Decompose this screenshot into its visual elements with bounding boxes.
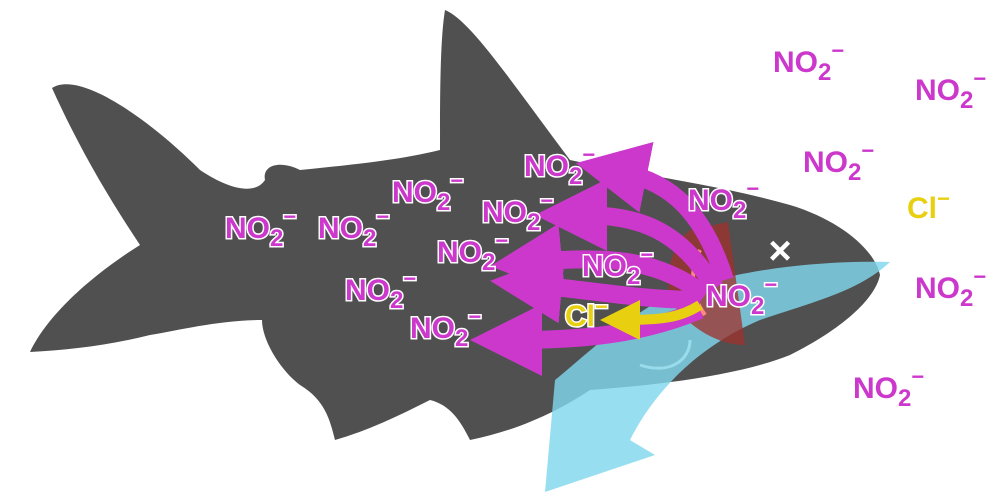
nitrite-ion-label-inside: NO2−	[392, 168, 463, 216]
nitrite-ion-label-inside: NO2−	[582, 242, 653, 290]
nitrite-ion-label-inside: NO2−	[437, 228, 508, 276]
nitrite-ion-label-outside: NO2−	[853, 364, 924, 412]
nitrite-arrow	[575, 142, 734, 283]
nitrite-arrow	[490, 251, 701, 324]
chloride-arrow	[600, 299, 703, 340]
nitrite-ion-label-outside: NO2−	[773, 38, 844, 86]
blocked-marker: ×	[768, 229, 791, 273]
nitrite-ion-label-outside: NO2−	[915, 66, 986, 114]
nitrite-ion-label-inside: NO2−	[318, 204, 389, 252]
chloride-ion-label-outside: Cl−	[907, 186, 950, 225]
chloride-ion-label-inside: Cl−	[565, 294, 608, 333]
nitrite-ion-label-inside: NO2−	[688, 176, 759, 224]
nitrite-ion-label-inside: NO2−	[482, 188, 553, 236]
nitrite-ion-label-inside: NO2−	[225, 204, 296, 252]
nitrite-ion-label-inside: NO2−	[706, 272, 777, 320]
nitrite-ion-label-inside: NO2−	[345, 266, 416, 314]
nitrite-ion-label-outside: NO2−	[803, 138, 874, 186]
ion-labels: NO2−NO2−NO2−NO2−NO2−Cl−NO2−NO2−NO2−NO2−N…	[224, 38, 987, 412]
fish-silhouette	[30, 10, 880, 440]
nitrite-arrow	[535, 179, 723, 293]
nitrite-ion-label-inside: NO2−	[524, 142, 595, 190]
mouth-outline	[639, 339, 692, 370]
nitrite-ion-label-inside: NO2−	[410, 304, 481, 352]
nitrite-ion-label-outside: NO2−	[915, 264, 986, 312]
